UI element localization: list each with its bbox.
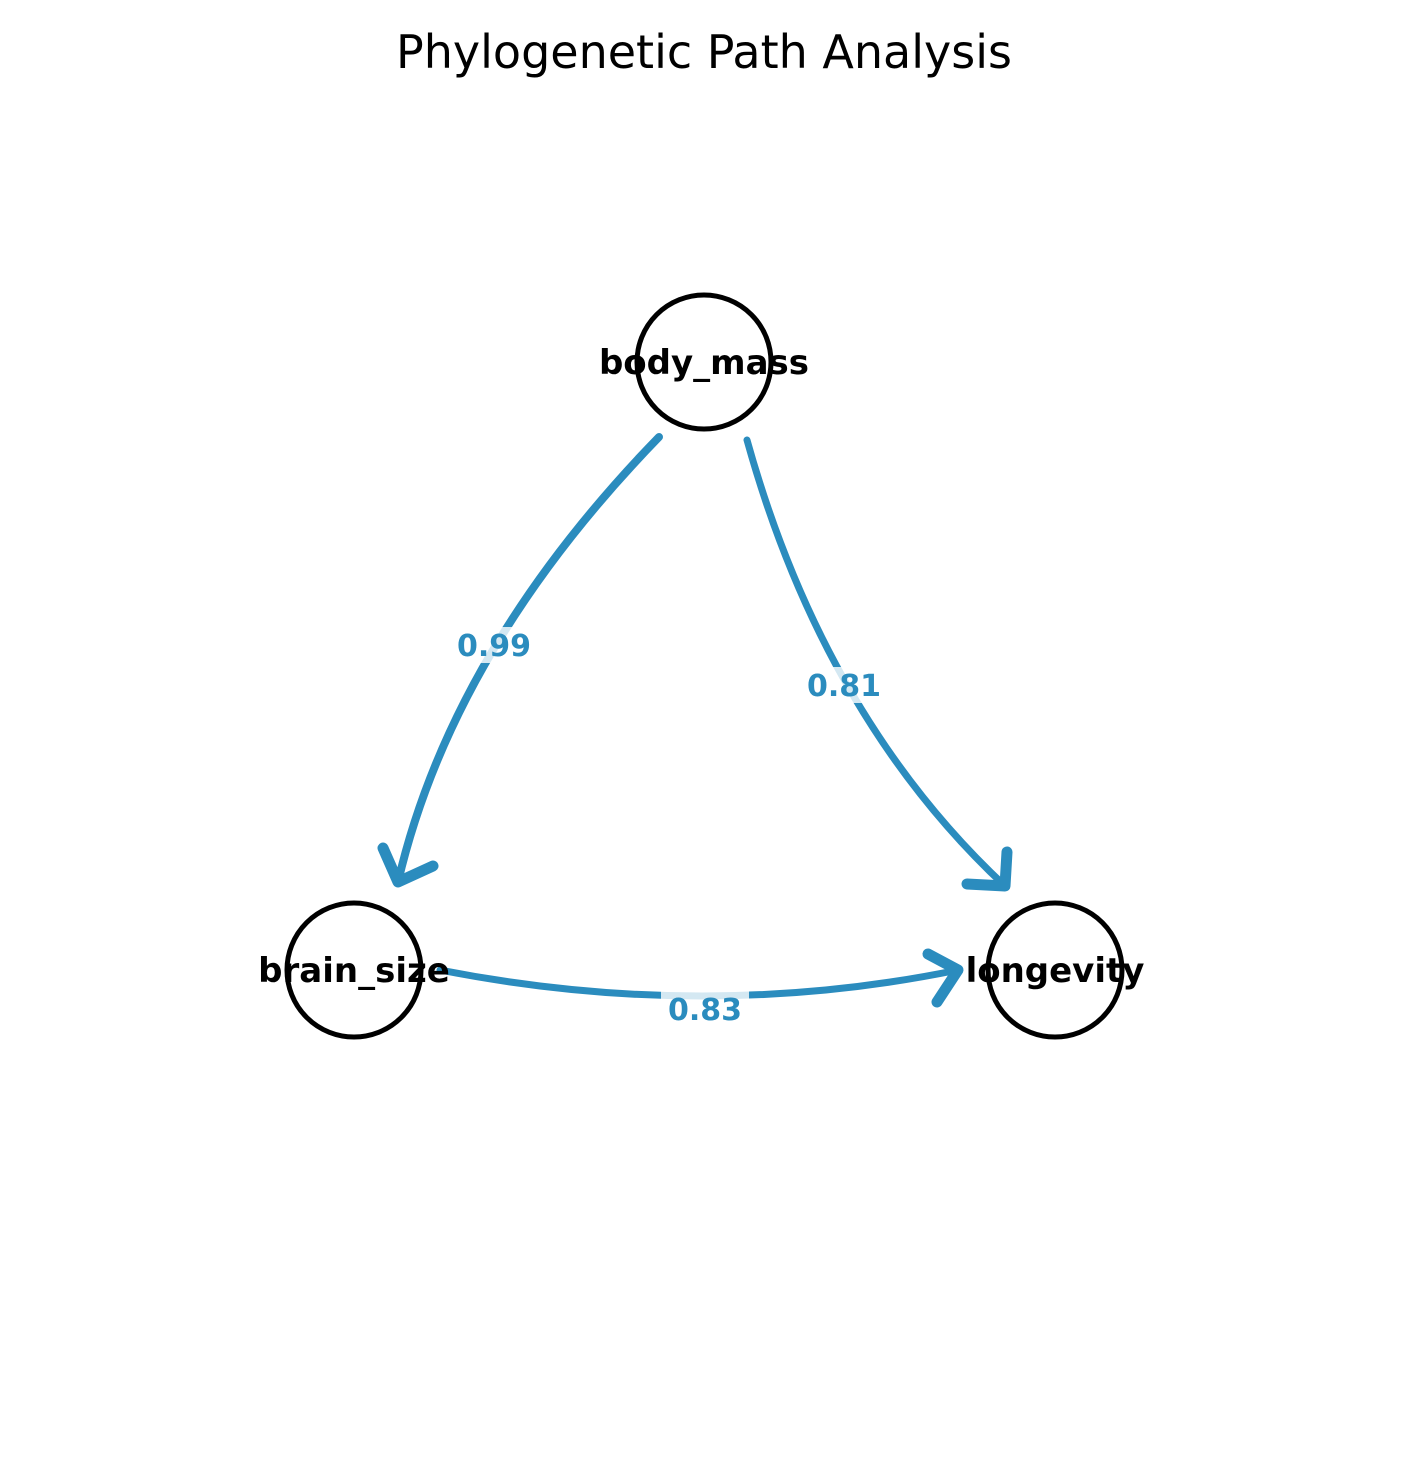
arrowhead-icon (922, 948, 964, 1008)
node-label: brain_size (258, 951, 450, 991)
edge-weight-label: 0.99 (450, 627, 538, 664)
arrowhead-icon (961, 846, 1013, 892)
node-label: body_mass (599, 343, 809, 383)
edge-weight-label: 0.83 (661, 991, 749, 1028)
svg-text:0.99: 0.99 (457, 629, 531, 664)
arrowhead-icon (377, 842, 439, 888)
svg-text:0.83: 0.83 (668, 993, 742, 1028)
svg-text:0.81: 0.81 (807, 669, 881, 704)
diagram-title: Phylogenetic Path Analysis (396, 25, 1012, 79)
edge-body_mass-to-longevity (743, 436, 1013, 892)
node-body_mass: body_mass (599, 292, 809, 432)
node-circle (985, 900, 1125, 1040)
edge-line (743, 436, 1009, 890)
node-circle (284, 900, 424, 1040)
node-brain_size: brain_size (258, 900, 450, 1040)
edge-weight-label: 0.81 (800, 667, 888, 704)
node-circle (634, 292, 774, 432)
node-label: longevity (966, 951, 1145, 991)
node-longevity: longevity (966, 900, 1145, 1040)
